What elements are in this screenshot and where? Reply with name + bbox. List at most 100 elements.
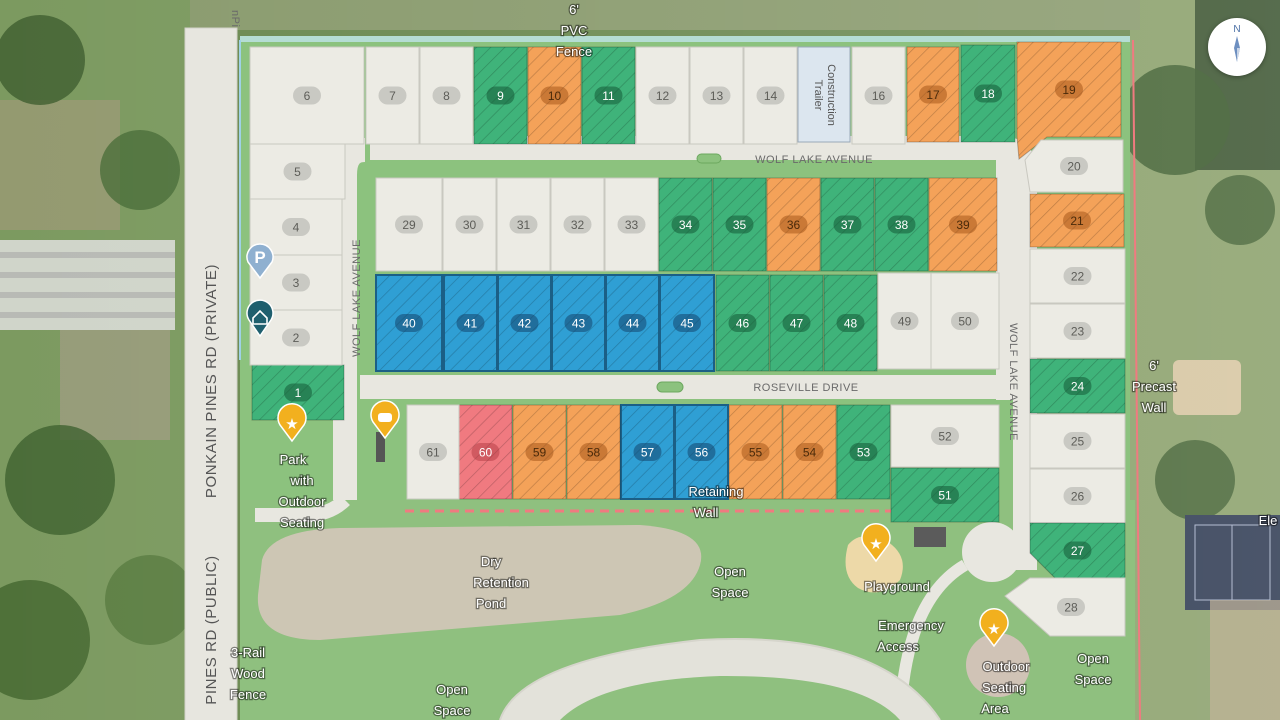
lot-57[interactable]: 57 (620, 404, 675, 500)
lot-20-shape (1024, 139, 1124, 193)
lot-13[interactable]: 13 (689, 46, 744, 145)
lot-30[interactable]: 30 (442, 177, 497, 272)
lot-20-number: 20 (1067, 160, 1081, 174)
lot-19[interactable]: 19 (1016, 41, 1122, 160)
lot-42[interactable]: 42 (497, 274, 552, 372)
lot-12[interactable]: 12 (635, 46, 690, 145)
lot-21[interactable]: 21 (1029, 193, 1125, 248)
lot-35[interactable]: 35 (712, 177, 767, 272)
lot-50[interactable]: 50 (930, 272, 1000, 370)
lot-27-number: 27 (1071, 544, 1085, 558)
lot-41[interactable]: 41 (443, 274, 498, 372)
lot-34[interactable]: 34 (658, 177, 713, 272)
lot-58[interactable]: 58 (566, 404, 621, 500)
lot-60-number: 60 (479, 446, 493, 460)
lot-17[interactable]: 17 (906, 46, 960, 143)
lot-22[interactable]: 22 (1029, 248, 1126, 304)
lot-49-number: 49 (898, 315, 912, 329)
home-icon (246, 299, 274, 338)
lot-29[interactable]: 29 (375, 177, 443, 272)
lot-49[interactable]: 49 (877, 272, 932, 370)
lot-48[interactable]: 48 (823, 274, 878, 372)
lot-26[interactable]: 26 (1029, 468, 1126, 524)
lot-28[interactable]: 28 (1004, 577, 1126, 637)
compass-button[interactable]: N (1208, 18, 1266, 76)
lot-54[interactable]: 54 (782, 404, 837, 500)
star-icon (979, 608, 1009, 648)
lot-31[interactable]: 31 (496, 177, 551, 272)
lot-55-badge (741, 443, 770, 461)
lot-51[interactable]: 51 (890, 467, 1000, 523)
playground-marker[interactable]: ★ (861, 523, 891, 563)
lot-37[interactable]: 37 (820, 177, 875, 272)
lot-7-shape (365, 46, 420, 145)
lot-10[interactable]: 10 (527, 46, 582, 145)
parking-marker[interactable]: P (246, 243, 274, 280)
lot-27[interactable]: 27 (1029, 522, 1126, 579)
park-amenity-marker[interactable]: ★ (277, 403, 307, 443)
lot-47[interactable]: 47 (769, 274, 824, 372)
lot-60[interactable]: 60 (458, 404, 513, 500)
lot-20[interactable]: 20 (1024, 139, 1124, 193)
lot-25[interactable]: 25 (1029, 413, 1126, 469)
lot-11-number: 11 (602, 89, 615, 103)
lot-46[interactable]: 46 (715, 274, 770, 372)
compass-north-label: N (1233, 24, 1241, 35)
lot-61[interactable]: 61 (406, 404, 460, 500)
lot-14-number: 14 (764, 89, 778, 103)
lot-57-number: 57 (641, 446, 655, 460)
lot-20-badge (1060, 157, 1088, 175)
lot-11[interactable]: 11 (581, 46, 636, 145)
mailbox-marker[interactable] (370, 400, 400, 440)
lot-41-badge (456, 314, 485, 332)
lot-14[interactable]: 14 (743, 46, 798, 145)
lot-8[interactable]: 8 (419, 46, 474, 145)
lot-12-badge (648, 86, 677, 105)
lot-48-badge (836, 314, 865, 332)
lot-33[interactable]: 33 (604, 177, 659, 272)
lot-39[interactable]: 39 (928, 177, 998, 272)
lot-3[interactable]: 3 (249, 254, 343, 311)
lot-31-number: 31 (517, 218, 531, 232)
lot-36[interactable]: 36 (766, 177, 821, 272)
lot-44[interactable]: 44 (605, 274, 660, 372)
lot-10-number: 10 (548, 89, 562, 103)
lot-18[interactable]: 18 (960, 44, 1016, 143)
lot-6-number: 6 (304, 89, 311, 103)
lot-43-badge (564, 314, 593, 332)
lot-31-badge (509, 215, 538, 234)
lot-43[interactable]: 43 (551, 274, 606, 372)
lot-24[interactable]: 24 (1029, 358, 1126, 414)
lot-8-badge (432, 86, 461, 105)
outdoor-seating-marker[interactable]: ★ (979, 608, 1009, 648)
lot-32[interactable]: 32 (550, 177, 605, 272)
street-label-wolf-lake-top: WOLF LAKE AVENUE (755, 154, 873, 166)
lot-50-number: 50 (958, 315, 972, 329)
lot-23[interactable]: 23 (1029, 303, 1126, 359)
lot-17-number: 17 (926, 88, 940, 102)
lot-52[interactable]: 52 (890, 404, 1000, 468)
lot-5[interactable]: 5 (249, 143, 346, 200)
lot-53[interactable]: 53 (836, 404, 891, 500)
lot-16[interactable]: 16 (851, 46, 906, 145)
lot-59[interactable]: 59 (512, 404, 567, 500)
lot-44-number: 44 (626, 317, 640, 331)
lot-34-badge (671, 215, 700, 234)
lot-45[interactable]: 45 (659, 274, 715, 372)
lot-2[interactable]: 2 (249, 309, 343, 366)
lot-31-shape (496, 177, 551, 272)
lot-38[interactable]: 38 (874, 177, 929, 272)
home-marker[interactable] (246, 299, 274, 338)
lot-4[interactable]: 4 (249, 198, 343, 256)
lot-33-number: 33 (625, 218, 639, 232)
lot-4-number: 4 (293, 221, 300, 235)
lot-9[interactable]: 9 (473, 46, 528, 145)
lot-7[interactable]: 7 (365, 46, 420, 145)
lot-6[interactable]: 6 (249, 46, 365, 145)
lot-40[interactable]: 40 (375, 274, 443, 372)
